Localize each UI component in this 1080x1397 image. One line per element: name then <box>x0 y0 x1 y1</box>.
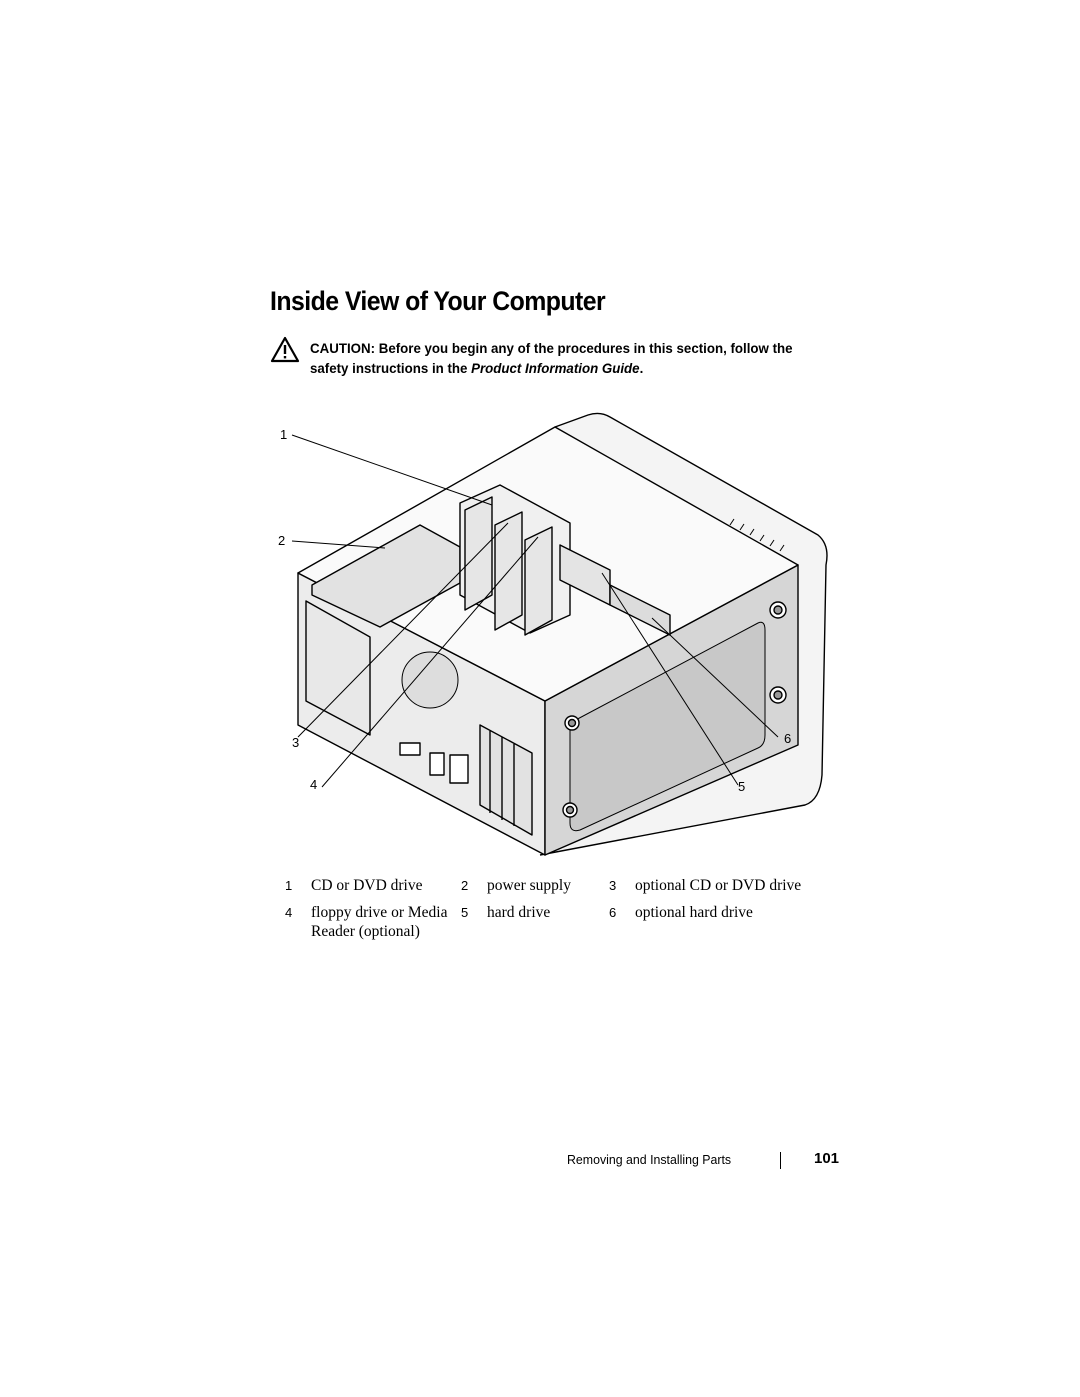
caution-body: Before you begin any of the procedures i… <box>310 340 793 376</box>
leader-line-6 <box>651 617 779 738</box>
legend-label: hard drive <box>487 904 551 921</box>
legend-label: floppy drive or Media Reader (optional) <box>311 904 448 940</box>
leader-line-4 <box>321 536 539 788</box>
caution-end: . <box>639 360 644 376</box>
callout-6: 6 <box>784 731 791 746</box>
warning-triangle-icon <box>270 336 300 363</box>
legend-num: 5 <box>461 905 469 920</box>
footer-section-title: Removing and Installing Parts <box>567 1152 732 1167</box>
leader-line-5 <box>601 572 739 786</box>
legend-label: optional CD or DVD drive <box>635 877 802 894</box>
legend-row: 1 CD or DVD drive 2 power supply 3 optio… <box>285 876 845 903</box>
legend-num: 1 <box>285 878 293 893</box>
computer-interior-illustration: 1 2 3 4 5 6 <box>278 412 828 856</box>
callout-5: 5 <box>738 779 745 794</box>
caution-notice: CAUTION: Before you begin any of the pro… <box>310 338 804 378</box>
callout-3: 3 <box>292 735 299 750</box>
guide-title: Product Information Guide <box>471 360 640 376</box>
legend-label: CD or DVD drive <box>311 877 423 894</box>
legend-row: 4 floppy drive or Media Reader (optional… <box>285 903 845 949</box>
figure-legend: 1 CD or DVD drive 2 power supply 3 optio… <box>285 876 845 949</box>
leader-line-1 <box>291 434 493 506</box>
leader-line-2 <box>291 540 386 549</box>
footer-divider <box>780 1152 781 1169</box>
callout-4: 4 <box>310 777 317 792</box>
legend-num: 2 <box>461 878 469 893</box>
caution-label: CAUTION: <box>310 340 376 356</box>
legend-num: 4 <box>285 905 293 920</box>
legend-label: power supply <box>487 877 571 894</box>
page-number: 101 <box>814 1150 840 1167</box>
legend-label: optional hard drive <box>635 904 753 921</box>
leader-line-3 <box>297 522 509 738</box>
legend-num: 6 <box>609 905 617 920</box>
legend-num: 3 <box>609 878 617 893</box>
callout-1: 1 <box>280 427 287 442</box>
callout-2: 2 <box>278 533 285 548</box>
page-title: Inside View of Your Computer <box>270 286 606 316</box>
